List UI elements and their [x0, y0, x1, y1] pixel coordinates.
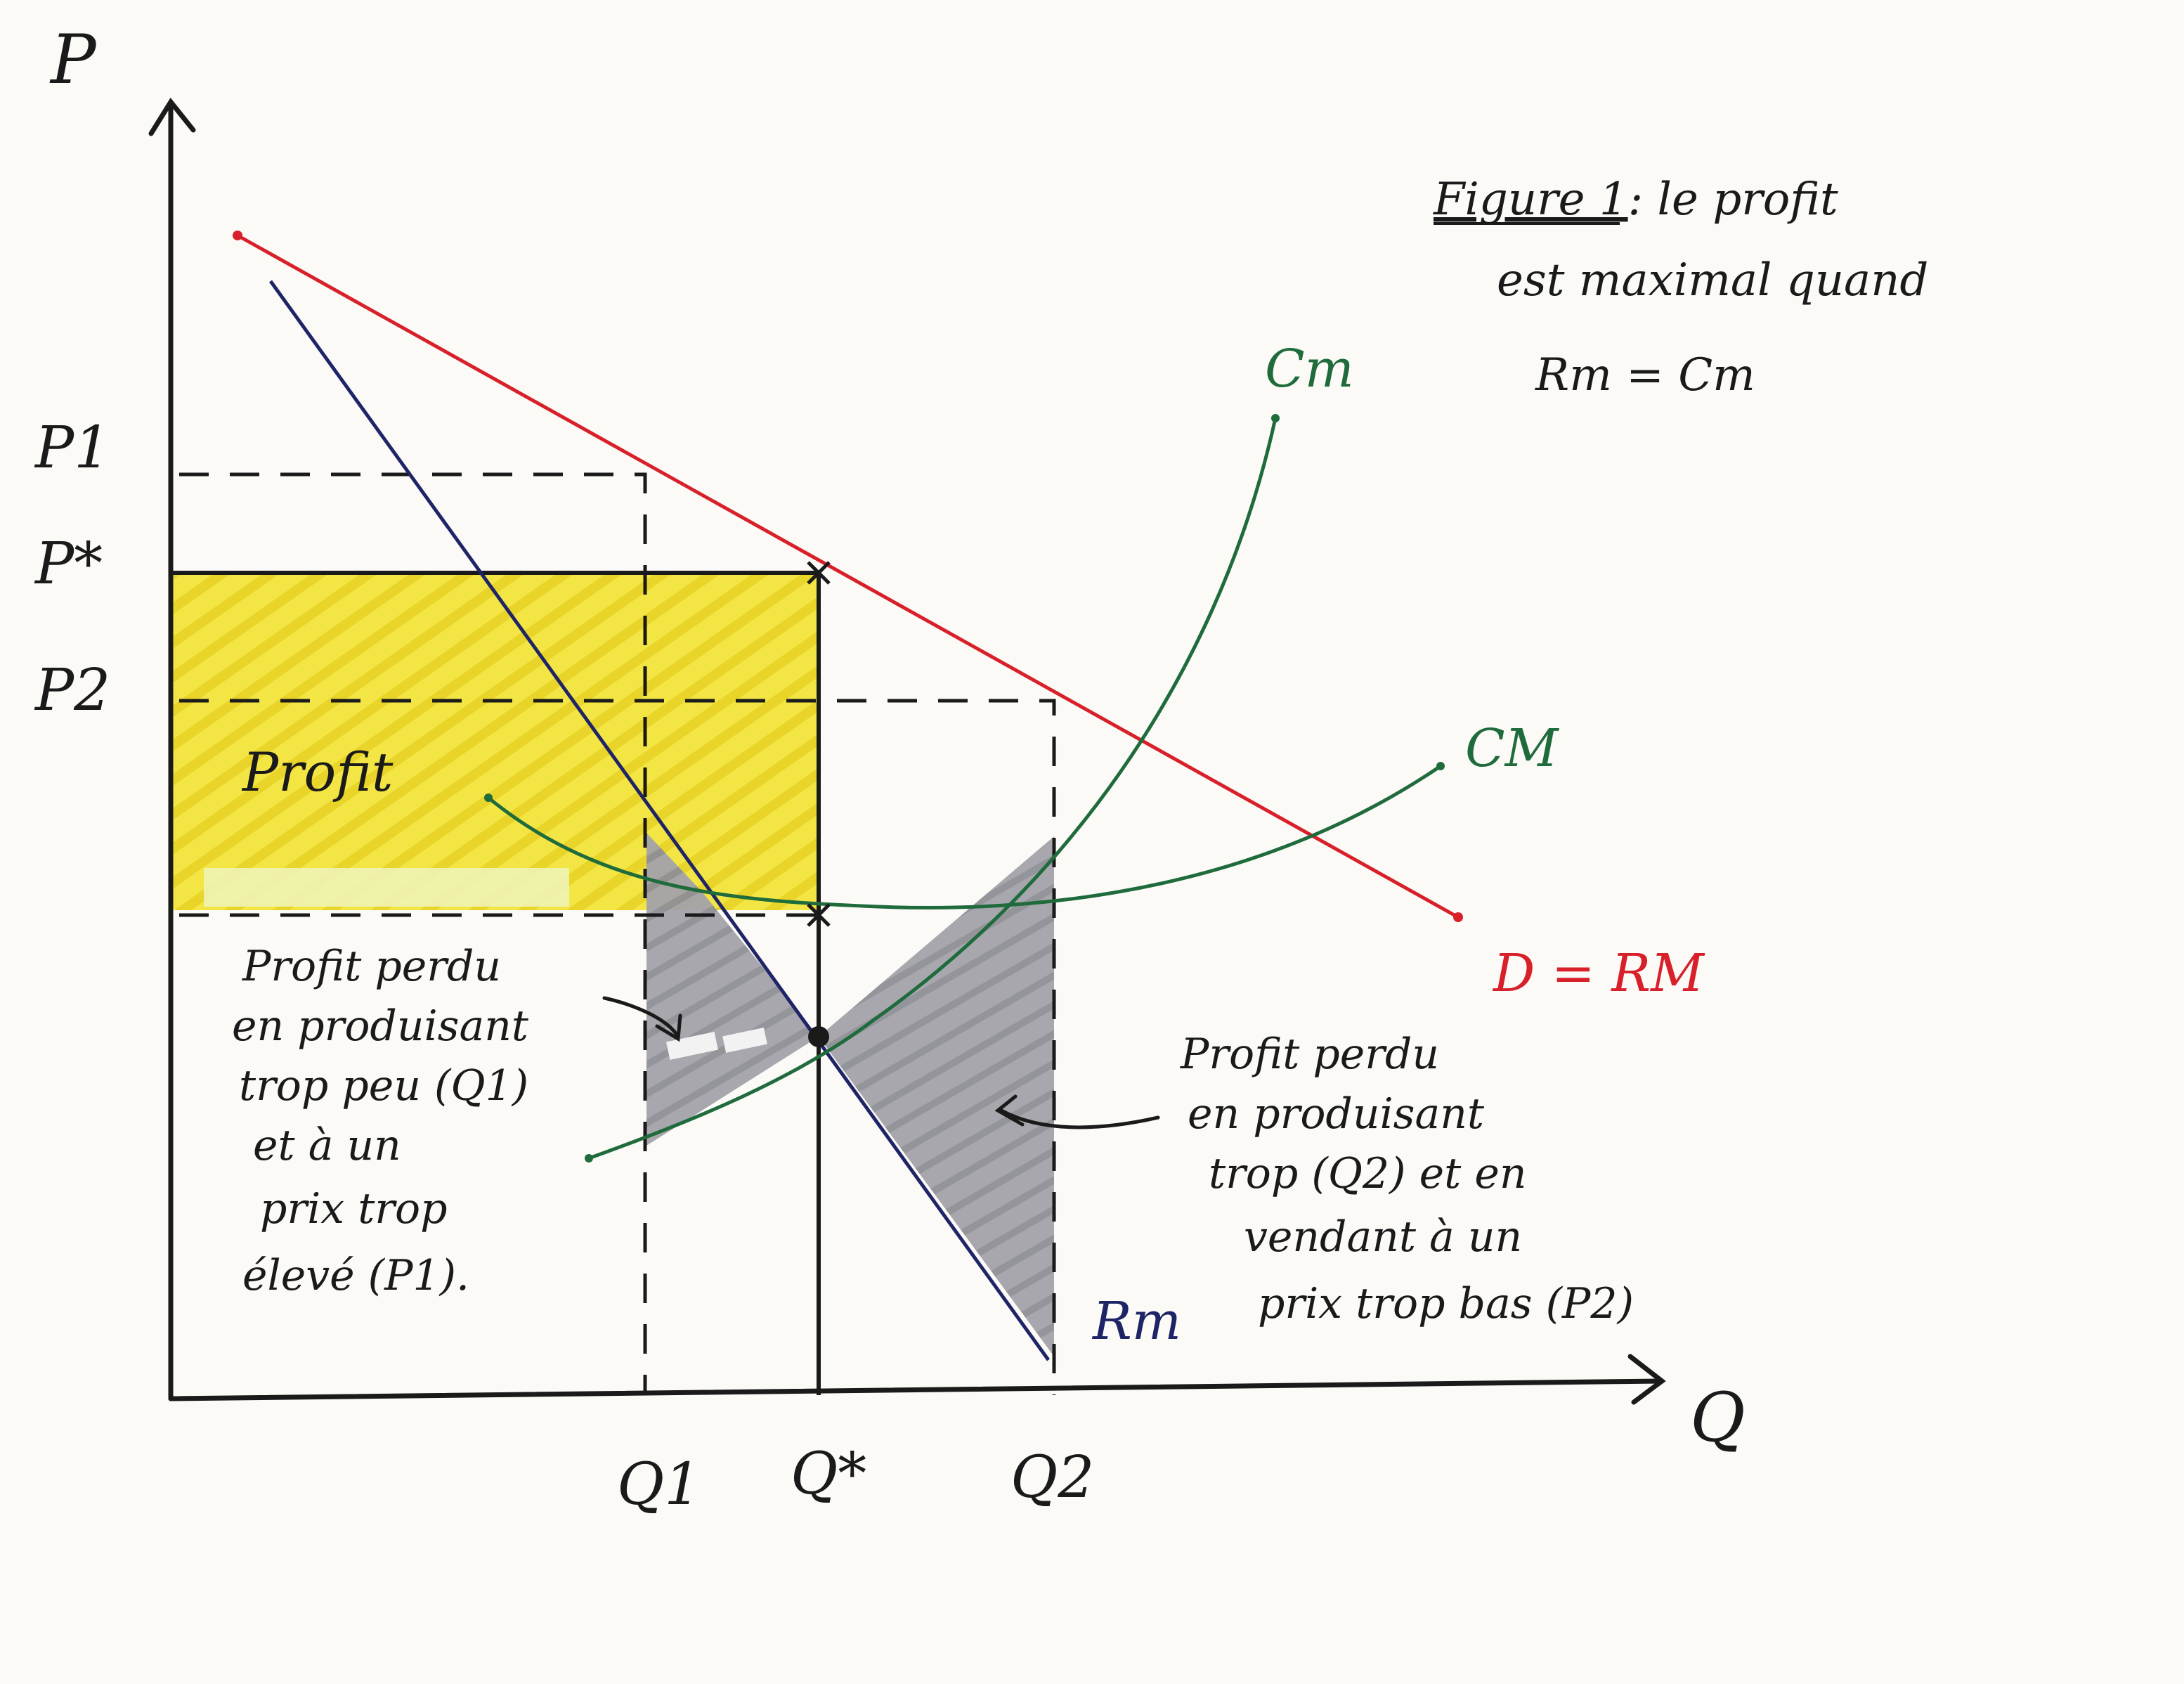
guide-lines — [179, 472, 1056, 1395]
eraser-marks — [666, 1028, 767, 1060]
profit-area — [172, 573, 819, 910]
p2-label: P2 — [34, 657, 110, 724]
q1-label: Q1 — [617, 1451, 701, 1518]
p2-guide — [179, 699, 1056, 1395]
svg-text:en produisant: en produisant — [1188, 1089, 1485, 1139]
y-axis-arrow — [148, 97, 196, 136]
svg-text:prix trop bas (P2): prix trop bas (P2) — [1258, 1279, 1634, 1328]
q-star-label: Q* — [791, 1441, 866, 1508]
svg-text:et à un: et à un — [253, 1121, 401, 1170]
svg-text:élevé (P1).: élevé (P1). — [242, 1251, 469, 1300]
lost-profit-high-note: Profit perdu en produisant trop (Q2) et … — [1180, 1030, 1634, 1328]
lost-profit-area-high — [819, 836, 1054, 1356]
svg-text:Profit perdu: Profit perdu — [242, 942, 501, 991]
y-axis-label: P — [49, 20, 97, 99]
marginal-cost-label: Cm — [1265, 339, 1354, 399]
svg-text:trop (Q2) et en: trop (Q2) et en — [1209, 1149, 1527, 1198]
svg-text:prix trop: prix trop — [260, 1184, 448, 1233]
demand-curve — [233, 231, 1463, 922]
average-cost-label: CM — [1465, 718, 1560, 779]
p-star-label: P* — [34, 531, 103, 597]
equilibrium-markers — [807, 561, 831, 1047]
average-cost-curve — [484, 762, 1445, 909]
annotation-arrows — [602, 996, 1160, 1129]
p1-label: P1 — [34, 415, 110, 481]
equilibrium-lines — [172, 571, 821, 1395]
caption-line3: Rm = Cm — [1535, 349, 1755, 401]
p1-guide — [179, 472, 647, 1395]
svg-text:vendant à un: vendant à un — [1244, 1212, 1522, 1262]
figure-caption: Figure 1: le profit est maximal quand Rm… — [1433, 174, 1928, 401]
svg-text:trop peu (Q1): trop peu (Q1) — [239, 1061, 528, 1110]
x-axis-arrow — [1627, 1354, 1666, 1405]
caption-line2: est maximal quand — [1497, 254, 1928, 306]
svg-text:Figure 1: le profit: Figure 1: le profit — [1433, 174, 1838, 226]
arrow-low — [602, 996, 680, 1039]
lost-profit-low-note: Profit perdu en produisant trop peu (Q1)… — [221, 942, 573, 1300]
ac-cross — [807, 903, 831, 927]
svg-text:en produisant: en produisant — [232, 1002, 529, 1051]
demand-cross — [807, 561, 831, 585]
profit-label: Profit — [241, 741, 394, 803]
arrow-high — [999, 1108, 1160, 1129]
rm-cm-intersection — [808, 1026, 829, 1047]
marginal-revenue-label: Rm — [1091, 1291, 1181, 1352]
demand-label: D = RM — [1492, 943, 1705, 1004]
axes — [148, 97, 1666, 1405]
q2-label: Q2 — [1010, 1444, 1094, 1511]
marginal-cost-curve — [585, 414, 1280, 1162]
marginal-revenue-curve — [268, 280, 1051, 1361]
svg-text:Profit perdu: Profit perdu — [1180, 1030, 1439, 1079]
caption-title: Figure 1 — [1433, 174, 1628, 226]
x-axis — [168, 1378, 1665, 1401]
caption-line1: : le profit — [1628, 174, 1838, 226]
x-axis-label: Q — [1690, 1378, 1746, 1457]
lost-profit-area-low — [646, 833, 819, 1146]
